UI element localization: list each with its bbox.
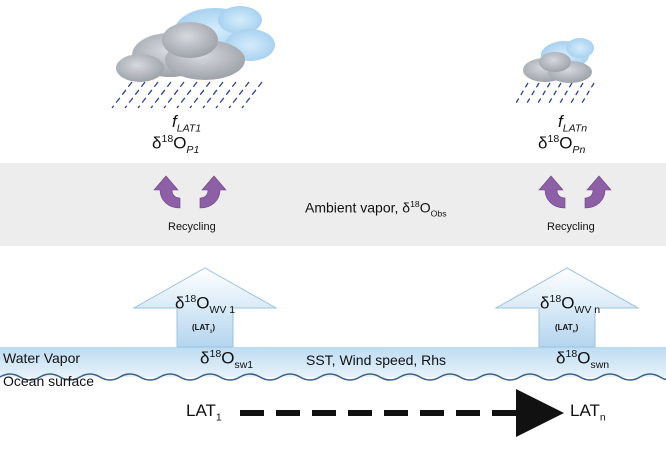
mass-number: 18	[565, 348, 578, 360]
mass-number: 18	[184, 293, 197, 305]
lat-text: (LAT	[555, 323, 573, 332]
delta-symbol: δ	[152, 133, 162, 153]
lat-subscript: 1	[209, 329, 213, 335]
lat-close: )	[212, 323, 216, 332]
delta-wv1-label: δ18OWV 1	[175, 293, 235, 316]
oxygen-symbol: O	[559, 133, 573, 153]
f-symbol: f	[172, 112, 177, 131]
wv-subscript: WV n	[574, 304, 601, 317]
f-lat1-label: fLAT1	[172, 112, 201, 134]
wv-subscript: WV 1	[209, 304, 236, 317]
oxygen-symbol: O	[196, 293, 210, 313]
f-symbol: f	[558, 112, 563, 131]
delta-symbol: δ	[402, 199, 411, 216]
mass-number: 18	[410, 199, 420, 209]
ambient-vapor-label: Ambient vapor, δ18OObs	[305, 199, 447, 218]
lat-end-label: LATn	[570, 401, 606, 423]
sw-subscript: swn	[590, 359, 610, 372]
delta-p1-label: δ18OP1	[152, 133, 199, 156]
delta-symbol: δ	[540, 293, 550, 313]
recycling-arrows-icon-left	[153, 175, 227, 209]
delta-symbol: δ	[200, 348, 210, 368]
latn-arrow-label: (LATn)	[555, 323, 578, 335]
ocean-surface-label: Ocean surface	[3, 373, 95, 389]
mass-number: 18	[161, 133, 174, 145]
recycling-label-right: Recycling	[547, 221, 595, 233]
water-vapor-label: Water Vapor	[3, 350, 81, 366]
sst-wind-rhs-label: SST, Wind speed, Rhs	[306, 352, 447, 368]
oxygen-symbol: O	[419, 199, 431, 216]
delta-symbol: δ	[556, 348, 566, 368]
sw-subscript: sw1	[234, 359, 254, 372]
oxygen-symbol: O	[221, 348, 235, 368]
mass-number: 18	[209, 348, 222, 360]
mass-number: 18	[547, 133, 560, 145]
f-subscript: LAT1	[176, 122, 202, 135]
mass-number: 18	[549, 293, 562, 305]
recycling-label-left: Recycling	[168, 221, 216, 233]
recycling-arrows-icon-right	[538, 175, 612, 209]
lat-subscript: n	[572, 329, 576, 335]
upward-arrow-right	[494, 267, 640, 348]
water-vapor-band	[0, 347, 666, 377]
rain-cloud-icon-left	[111, 6, 275, 109]
delta-wvn-label: δ18OWV n	[540, 293, 600, 316]
lat-text: (LAT	[192, 323, 210, 332]
delta-pn-label: δ18OPn	[538, 133, 585, 156]
rain-cloud-icon-right	[515, 38, 595, 104]
lat-start-label: LAT1	[186, 401, 222, 423]
lat1-arrow-label: (LAT1)	[192, 323, 215, 335]
delta-symbol: δ	[175, 293, 185, 313]
ambient-text: Ambient vapor,	[305, 199, 403, 216]
lat-subscript: n	[599, 411, 606, 424]
lat-subscript: 1	[215, 411, 222, 424]
precip-subscript: P1	[186, 144, 200, 157]
precip-subscript: Pn	[572, 144, 586, 157]
oxygen-symbol: O	[561, 293, 575, 313]
oxygen-symbol: O	[577, 348, 591, 368]
f-subscript: LATn	[562, 122, 588, 135]
oxygen-symbol: O	[173, 133, 187, 153]
delta-symbol: δ	[538, 133, 548, 153]
obs-subscript: Obs	[430, 208, 447, 219]
ocean-surface-wave	[0, 373, 666, 381]
f-latn-label: fLATn	[558, 112, 587, 134]
delta-swn-label: δ18Oswn	[556, 348, 609, 371]
upward-arrow-left	[132, 267, 278, 348]
delta-sw1-label: δ18Osw1	[200, 348, 253, 371]
lat-text: LAT	[570, 401, 600, 420]
lat-text: LAT	[186, 401, 216, 420]
lat-close: )	[575, 323, 579, 332]
